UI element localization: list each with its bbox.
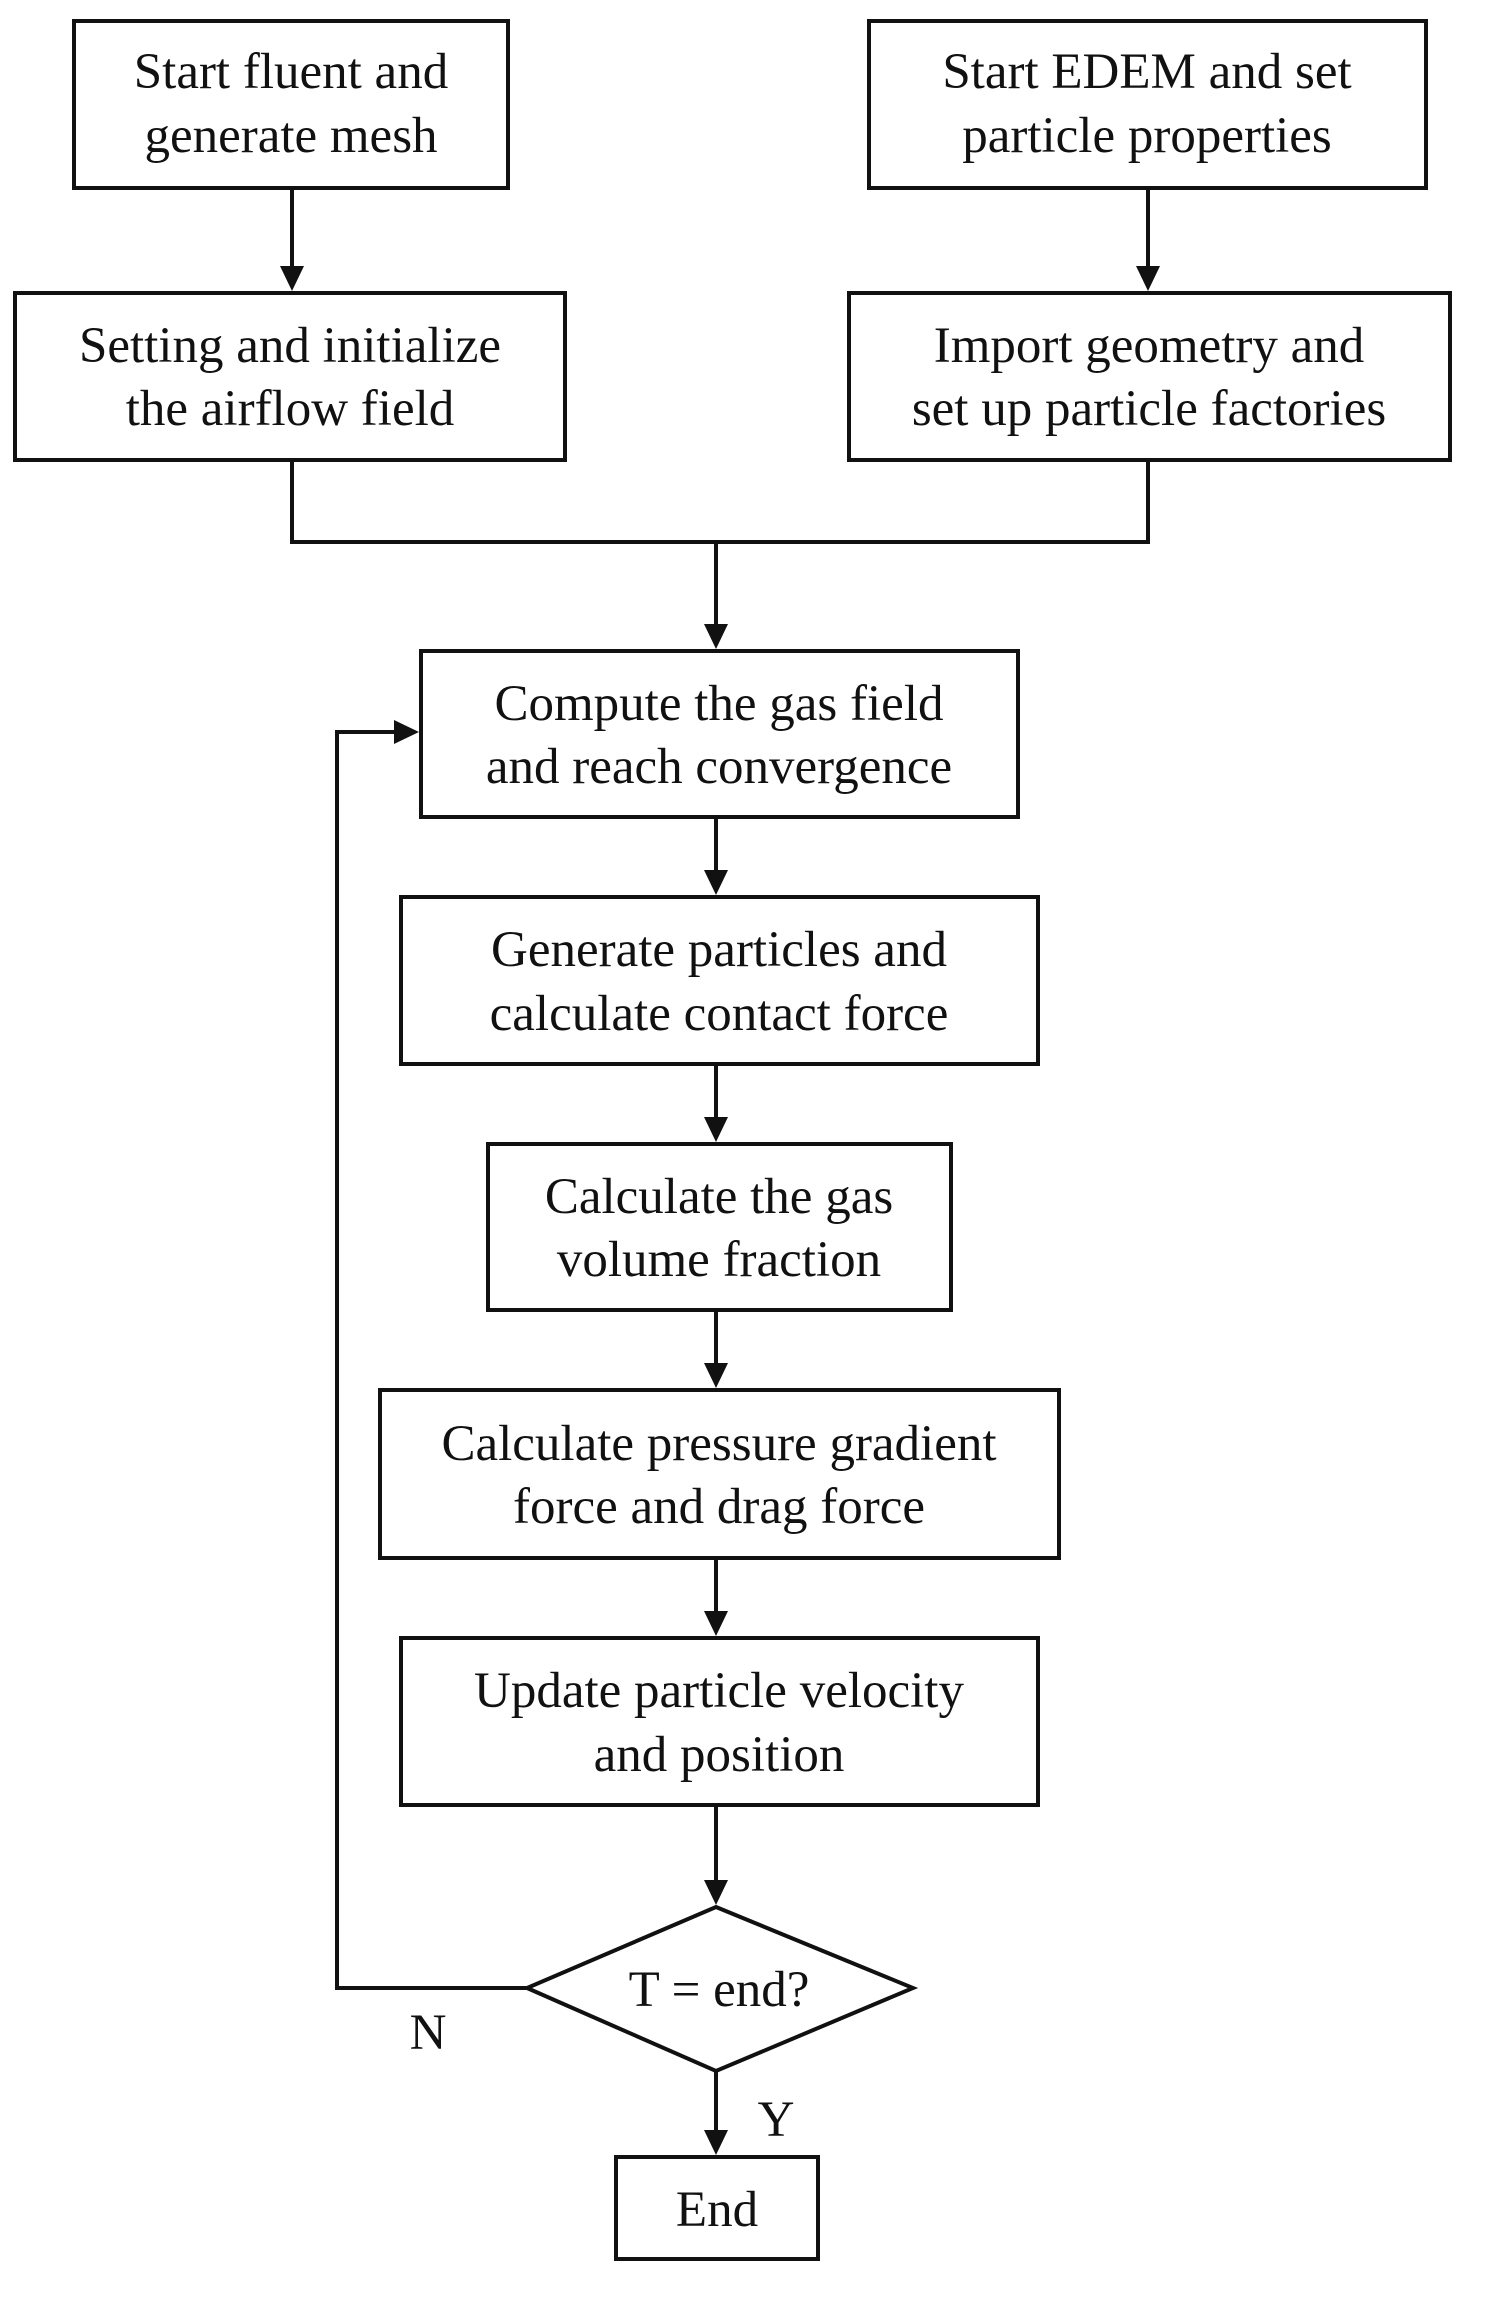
- start-fluent-box: Start fluent and generate mesh: [72, 19, 510, 190]
- compute-gas-box: Compute the gas field and reach converge…: [419, 649, 1020, 819]
- box-line: Generate particles and: [491, 922, 947, 978]
- arrowhead: [704, 1363, 728, 1388]
- arrowhead: [394, 720, 419, 744]
- box-line: and position: [594, 1727, 845, 1783]
- decision-diamond: [521, 1904, 919, 2074]
- generate-particles-box: Generate particles and calculate contact…: [399, 895, 1040, 1066]
- box-line: Import geometry and: [934, 318, 1365, 374]
- calc-pressure-box: Calculate pressure gradient force and dr…: [378, 1388, 1061, 1560]
- box-line: Start fluent and: [134, 44, 448, 100]
- box-line: Start EDEM and set: [942, 44, 1351, 100]
- arrowhead: [704, 1117, 728, 1142]
- box-line: the airflow field: [126, 381, 455, 437]
- box-line: and reach convergence: [486, 739, 952, 795]
- calc-volume-fraction-box: Calculate the gas volume fraction: [486, 1142, 953, 1312]
- init-airflow-box: Setting and initialize the airflow field: [13, 291, 567, 462]
- end-label: End: [676, 2182, 758, 2238]
- no-branch-label: N: [410, 2005, 447, 2061]
- box-line: particle properties: [962, 108, 1332, 164]
- box-line: calculate contact force: [490, 986, 949, 1042]
- box-line: Setting and initialize: [79, 318, 501, 374]
- arrowhead: [1136, 266, 1160, 291]
- arrowhead: [704, 1880, 728, 1905]
- box-line: force and drag force: [513, 1479, 925, 1535]
- loop-back-connector: [335, 730, 527, 1990]
- box-line: Update particle velocity: [474, 1663, 964, 1719]
- yes-branch-label: Y: [758, 2092, 795, 2148]
- arrowhead: [280, 266, 304, 291]
- end-box: End: [614, 2155, 820, 2261]
- start-edem-box: Start EDEM and set particle properties: [867, 19, 1428, 190]
- arrowhead: [704, 2130, 728, 2155]
- box-line: Calculate pressure gradient: [441, 1416, 996, 1472]
- arrowhead: [704, 870, 728, 895]
- box-line: set up particle factories: [912, 381, 1386, 437]
- box-line: generate mesh: [144, 108, 437, 164]
- arrowhead: [704, 1611, 728, 1636]
- decision-label: T = end?: [629, 1962, 810, 2018]
- merge-connector: [290, 460, 1150, 544]
- arrowhead: [704, 624, 728, 649]
- box-line: Calculate the gas: [545, 1169, 893, 1225]
- box-line: Compute the gas field: [495, 676, 944, 732]
- update-particle-box: Update particle velocity and position: [399, 1636, 1040, 1807]
- import-geometry-box: Import geometry and set up particle fact…: [847, 291, 1452, 462]
- connectors: [280, 188, 1160, 2155]
- box-line: volume fraction: [557, 1232, 881, 1288]
